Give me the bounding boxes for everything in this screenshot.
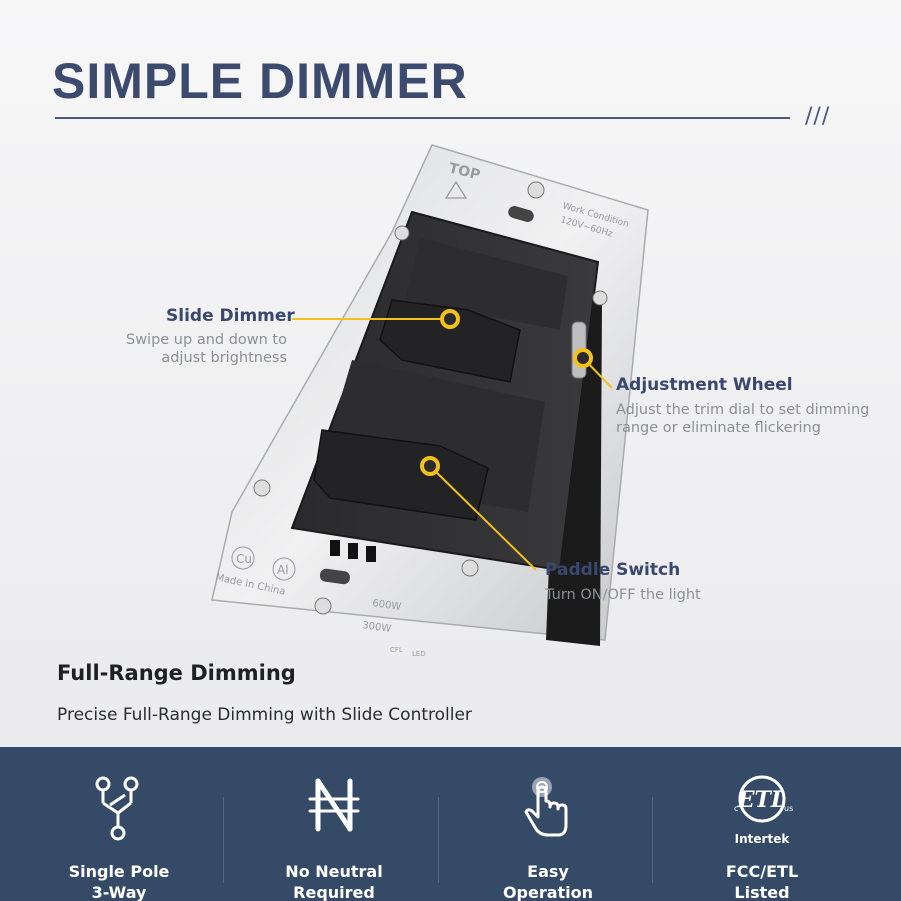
mounting-slot (319, 568, 350, 585)
screw (527, 181, 545, 199)
slide-dimmer-knob (379, 299, 521, 383)
top-label: TOP (447, 160, 482, 183)
page-title: SIMPLE DIMMER (52, 53, 468, 109)
badge-label-1: Single Pole (68, 862, 170, 881)
switch-3way-icon (95, 776, 139, 841)
badge-divider (652, 797, 653, 883)
etl-logo: ETL c us Intertek (734, 775, 793, 846)
screw (592, 290, 608, 306)
slide-dimmer-desc-2: adjust brightness (161, 350, 287, 366)
badge-label-3b: Operation (502, 883, 594, 901)
callout-dot (420, 456, 440, 476)
badge-single-pole: Single Pole 3-Way (19, 747, 219, 901)
svg-text:c: c (734, 804, 738, 813)
led-rating: 600W (372, 598, 402, 613)
mounting-slot (508, 206, 534, 222)
badge-no-neutral: No Neutral Required (234, 747, 434, 901)
badge-label-4: FCC/ETL (725, 862, 799, 881)
dimmer-illustration: TOP Work Condition 120V~60Hz Cu Al Made … (211, 144, 649, 658)
screw (394, 225, 410, 241)
badge-divider (223, 797, 224, 883)
adjustment-wheel-desc-2: range or eliminate flickering (616, 420, 821, 436)
slide-dimmer-desc-1: Swipe up and down to (125, 332, 287, 348)
badge-label-2b: Required (293, 883, 375, 901)
tap-hand-icon (524, 777, 568, 837)
etl-logo-text: ETL (737, 787, 787, 813)
etl-logo-sub: Intertek (735, 832, 791, 846)
cfl-label: CFL (390, 646, 403, 654)
feature-badges-band: Single Pole 3-Way No Neutral Required Ea… (0, 747, 901, 901)
paddle-switch-title: Paddle Switch (545, 560, 681, 580)
badge-fcc-etl: ETL c us Intertek FCC/ETL Listed (662, 747, 862, 901)
badge-easy-operation: Easy Operation (448, 747, 648, 901)
badge-label-1b: 3-Way (91, 883, 147, 901)
paddle-switch-desc: Turn ON/OFF the light (545, 587, 701, 603)
callout-dot (440, 309, 460, 329)
paddle-switch-leader (429, 465, 537, 571)
decorative-slashes: /// (805, 104, 831, 129)
screw (253, 479, 271, 497)
badge-divider (438, 797, 439, 883)
feature-title: Full-Range Dimming (57, 661, 296, 685)
cu-mark: Cu (236, 552, 252, 566)
cfl-rating: 300W (362, 620, 392, 635)
paddle-switch (313, 429, 489, 521)
adjustment-wheel-desc-1: Adjust the trim dial to set dimming (616, 402, 870, 418)
svg-text:us: us (784, 804, 793, 813)
badge-label-4b: Listed (734, 883, 790, 901)
led-label: LED (412, 650, 426, 658)
badge-label-3: Easy (527, 862, 569, 881)
title-underline (55, 117, 790, 119)
al-mark: Al (277, 563, 289, 577)
slide-dimmer-title: Slide Dimmer (166, 306, 295, 326)
screw (314, 597, 332, 615)
callout-dot (573, 348, 593, 368)
feature-description: Precise Full-Range Dimming with Slide Co… (57, 705, 472, 725)
screw (461, 559, 479, 577)
badge-label-2: No Neutral (285, 862, 383, 881)
no-neutral-icon (308, 778, 360, 832)
adjustment-wheel-title: Adjustment Wheel (616, 375, 793, 395)
